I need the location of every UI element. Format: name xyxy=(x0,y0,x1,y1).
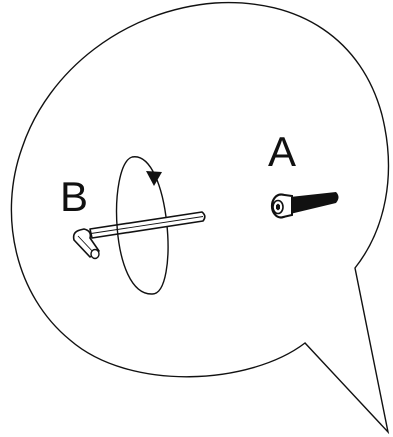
label-a: A xyxy=(268,128,296,175)
label-b: B xyxy=(60,173,88,220)
